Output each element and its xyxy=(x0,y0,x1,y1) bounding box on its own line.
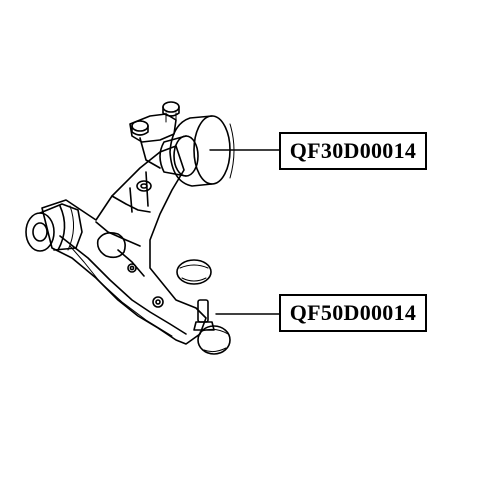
arm-rivet-2 xyxy=(152,296,164,308)
ball-joint-boot xyxy=(176,259,212,285)
front-bushing xyxy=(25,203,83,252)
arm-hole xyxy=(96,232,126,259)
rear-bushing xyxy=(159,115,235,187)
bracket-bolt-right xyxy=(162,101,180,123)
ball-joint xyxy=(193,299,231,355)
bracket-bolt-left xyxy=(131,120,149,136)
part-number-label-1: QF30D00014 xyxy=(279,132,427,170)
bushing-bracket xyxy=(129,113,177,169)
arm-small-bushing xyxy=(136,180,152,192)
part-number-label-2: QF50D00014 xyxy=(279,294,427,332)
arm-rivet-1 xyxy=(127,263,137,273)
control-arm-body xyxy=(41,145,207,345)
